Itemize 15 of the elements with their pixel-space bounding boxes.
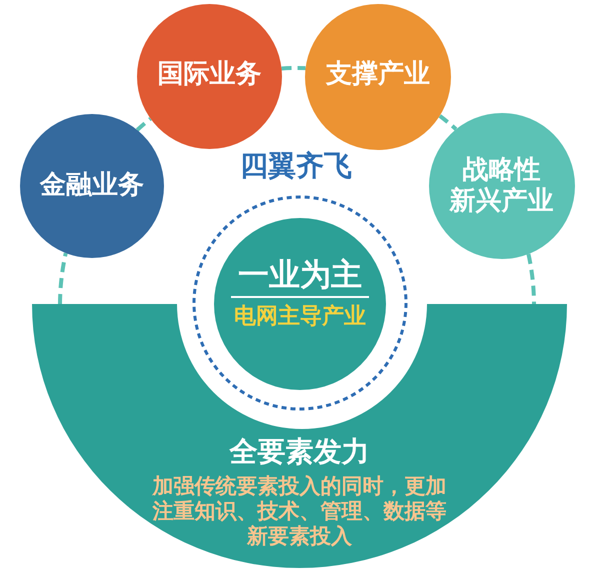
circle-label: 支撑产业 bbox=[326, 59, 430, 91]
dashed-connector bbox=[281, 66, 306, 70]
group-title: 四翼齐飞 bbox=[240, 149, 352, 183]
core-subtitle: 电网主导产业 bbox=[234, 304, 366, 331]
half-ring-band bbox=[32, 304, 567, 568]
band-description: 加强传统要素投入的同时，更加注重知识、技术、管理、数据等新要素投入 bbox=[151, 474, 448, 549]
core-title: 一业为主 bbox=[238, 257, 362, 294]
circle-label: 国际业务 bbox=[158, 58, 262, 90]
dashed-connector bbox=[526, 254, 536, 304]
dashed-connector bbox=[58, 252, 68, 304]
circle-label: 战略性新兴产业 bbox=[449, 154, 554, 218]
circle-label: 金融业务 bbox=[40, 170, 144, 202]
dashed-connector bbox=[136, 117, 152, 132]
dashed-connector bbox=[438, 114, 458, 131]
band-title: 全要素发力 bbox=[230, 435, 370, 469]
